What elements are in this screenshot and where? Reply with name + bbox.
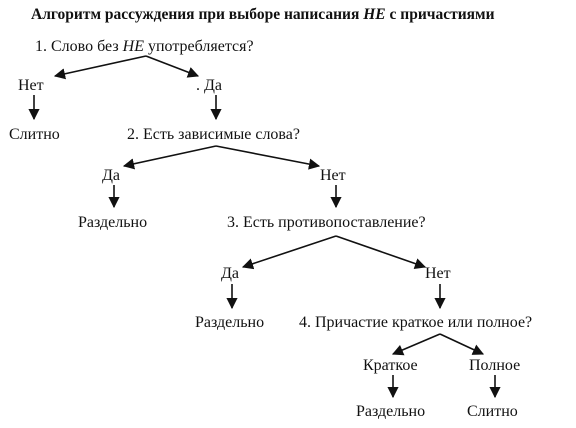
q4-short-label: Краткое [363, 357, 418, 374]
q3-no-branch [335, 235, 427, 269]
q4-full-branch [439, 333, 485, 355]
q1-yes-label: . Да [196, 77, 223, 94]
q1-emph: НЕ [122, 38, 144, 55]
q4-question: 4. Причастие краткое или полное? [299, 314, 533, 331]
q1-yes-branch [145, 55, 200, 78]
q2-no-branch [215, 145, 321, 170]
q1-question: 1. Слово без НЕ употребляется? [35, 38, 254, 56]
q3-no-label: Нет [425, 265, 451, 282]
q4-short-branch [391, 333, 441, 356]
q2-yes-label: Да [102, 167, 121, 184]
q3-yes-result: Раздельно [195, 314, 265, 331]
title-prefix: Алгоритм рассуждения при выборе написани… [31, 6, 364, 23]
q1-prefix: 1. Слово без [35, 38, 123, 55]
q2-no-label: Нет [320, 167, 346, 184]
q1-no-branch [53, 55, 147, 80]
title-emph: НЕ [363, 6, 386, 23]
q4-short-result: Раздельно [356, 403, 426, 420]
diagram-title: Алгоритм рассуждения при выборе написани… [31, 6, 495, 24]
q3-yes-branch [241, 235, 337, 270]
q4-full-label: Полное [469, 357, 521, 374]
q1-suffix: употребляется? [143, 38, 254, 55]
title-suffix: с причастиями [385, 6, 495, 23]
q1-no-label: Нет [18, 77, 44, 94]
q2-question: 2. Есть зависимые слова? [127, 126, 300, 143]
q3-question: 3. Есть противопоставление? [227, 214, 426, 231]
q2-yes-result: Раздельно [78, 214, 148, 231]
q1-no-result: Слитно [9, 126, 60, 143]
q3-yes-label: Да [221, 265, 240, 282]
q4-full-result: Слитно [467, 403, 518, 420]
q2-yes-branch [122, 145, 217, 170]
